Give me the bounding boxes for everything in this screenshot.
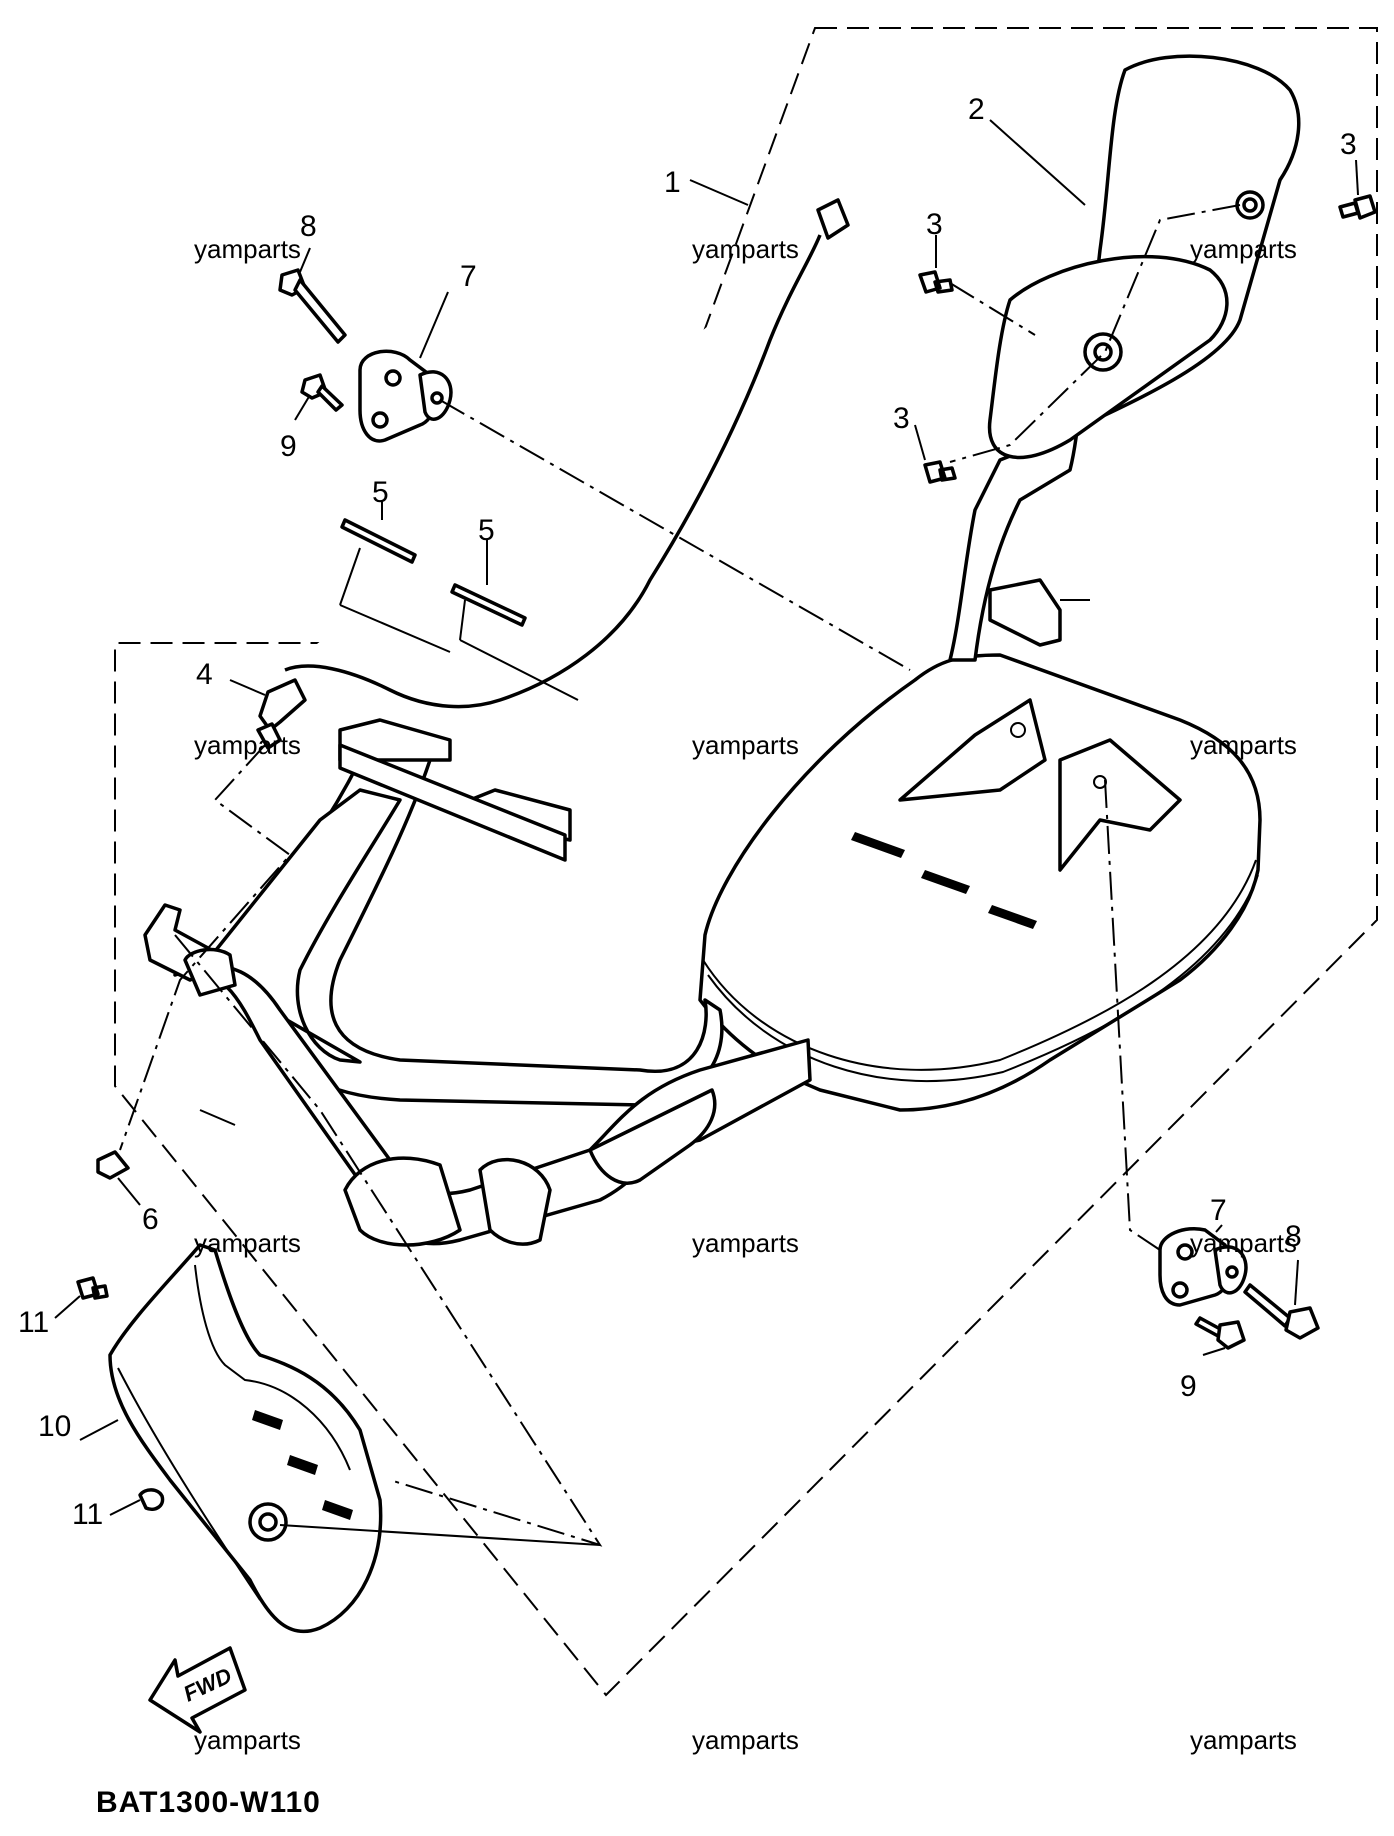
heat-protector-10-rim [117,1367,261,1601]
mid-pipe-joint [343,1156,462,1247]
o2-sensor-tip [256,722,282,750]
leader-11b [109,1499,141,1516]
callout-11: 11 [72,1498,104,1531]
mid-pipe-joint-2 [478,1157,552,1246]
ref-line-cover [949,204,1241,463]
muffler-slot [988,905,1037,929]
callout-3: 3 [1340,128,1357,161]
heat-protector-10 [108,1243,383,1634]
leader-7a [419,291,449,359]
callout-1: 1 [664,166,681,199]
screw-3a [1338,194,1377,220]
callout-9: 9 [280,430,297,463]
fwd-arrow-icon: FWD [148,1646,247,1734]
callout-2: 2 [968,93,985,126]
leader-1 [689,179,749,206]
screw-11b [138,1488,165,1511]
muffler-seam [702,859,1257,1071]
watermark: yamparts [1190,1228,1297,1258]
ref-line-protector-b [279,1524,601,1546]
leader-3c [914,424,926,461]
screw-3b [918,270,954,294]
callout-8: 8 [300,210,317,243]
o2-sensor-body [258,678,307,732]
header-pipe-front [198,788,402,1064]
muffler-seam-2 [707,874,1259,1083]
ref-line-cover-b [949,282,1036,336]
o2-sensor-connector [816,198,850,240]
leader-10 [79,1419,119,1441]
leader-7b [1215,1224,1223,1233]
ref-line-damper [439,399,911,671]
watermark: yamparts [194,1725,301,1755]
header-flange-a [338,718,452,762]
gasket-leader [339,547,579,701]
protector-slot [322,1500,353,1520]
muffler-slot [921,870,970,894]
leader-2 [989,119,1086,206]
o2-sensor-lead [284,234,822,709]
callout-6: 6 [142,1203,159,1236]
callout-7: 7 [460,260,477,293]
ref-line-mid [199,1109,236,1126]
ref-line-damper-lower [1104,779,1161,1251]
muffler-body [698,653,1262,1112]
ref-line-protector [174,934,603,1547]
leader-11a [54,1295,81,1319]
callout-8: 8 [1285,1220,1302,1253]
leader-9a [294,394,311,421]
watermark: yamparts [692,1228,799,1258]
muffler-slot [851,832,905,858]
callout-7: 7 [1210,1194,1227,1227]
watermark: yamparts [692,730,799,760]
watermark: yamparts [692,1725,799,1755]
callout-9: 9 [1180,1370,1197,1403]
watermark: yamparts [1190,1725,1297,1755]
ref-line-sensor [119,744,292,1151]
gasket-5a [340,518,417,564]
watermark: yamparts [1190,234,1297,264]
screw-11a [76,1276,109,1300]
screw-3c [923,460,957,484]
muffler-bracket [898,698,1047,802]
callout-11: 11 [18,1306,50,1339]
bolt-8a-shank [293,278,347,344]
pipe-band [588,1088,717,1185]
bolt-9b [1216,1320,1246,1350]
diagram-code: BAT1300-W110 [96,1786,321,1819]
watermark: yamparts [692,234,799,264]
callout-5: 5 [372,476,389,509]
watermark: yamparts [194,1228,301,1258]
leader-3a [1355,159,1359,196]
inlet-bracket-2 [183,947,237,997]
watermark: yamparts [194,730,301,760]
callout-5: 5 [478,514,495,547]
leader-4 [229,679,266,696]
leader-8a [299,247,311,273]
bolt-8b [1284,1306,1320,1340]
muffler-bracket-2 [1058,738,1182,872]
protector-slot [287,1455,318,1475]
nut-6 [96,1150,130,1180]
callout-3: 3 [926,208,943,241]
protector-slot [252,1410,283,1430]
watermark: yamparts [1190,730,1297,760]
callout-4: 4 [196,658,213,691]
callout-10: 10 [38,1410,72,1443]
cover-2-bracket [988,578,1062,647]
leader-8b [1294,1259,1299,1306]
callout-3: 3 [893,402,910,435]
bolt-9a-shank [316,384,344,412]
leader-9b [1202,1347,1226,1356]
leader-6 [117,1177,141,1206]
heat-protector-10-inner [194,1264,351,1471]
bolt-8b-shank [1243,1283,1292,1328]
watermark: yamparts [194,234,301,264]
flange-bar [338,743,567,862]
gasket-5b [450,583,527,627]
